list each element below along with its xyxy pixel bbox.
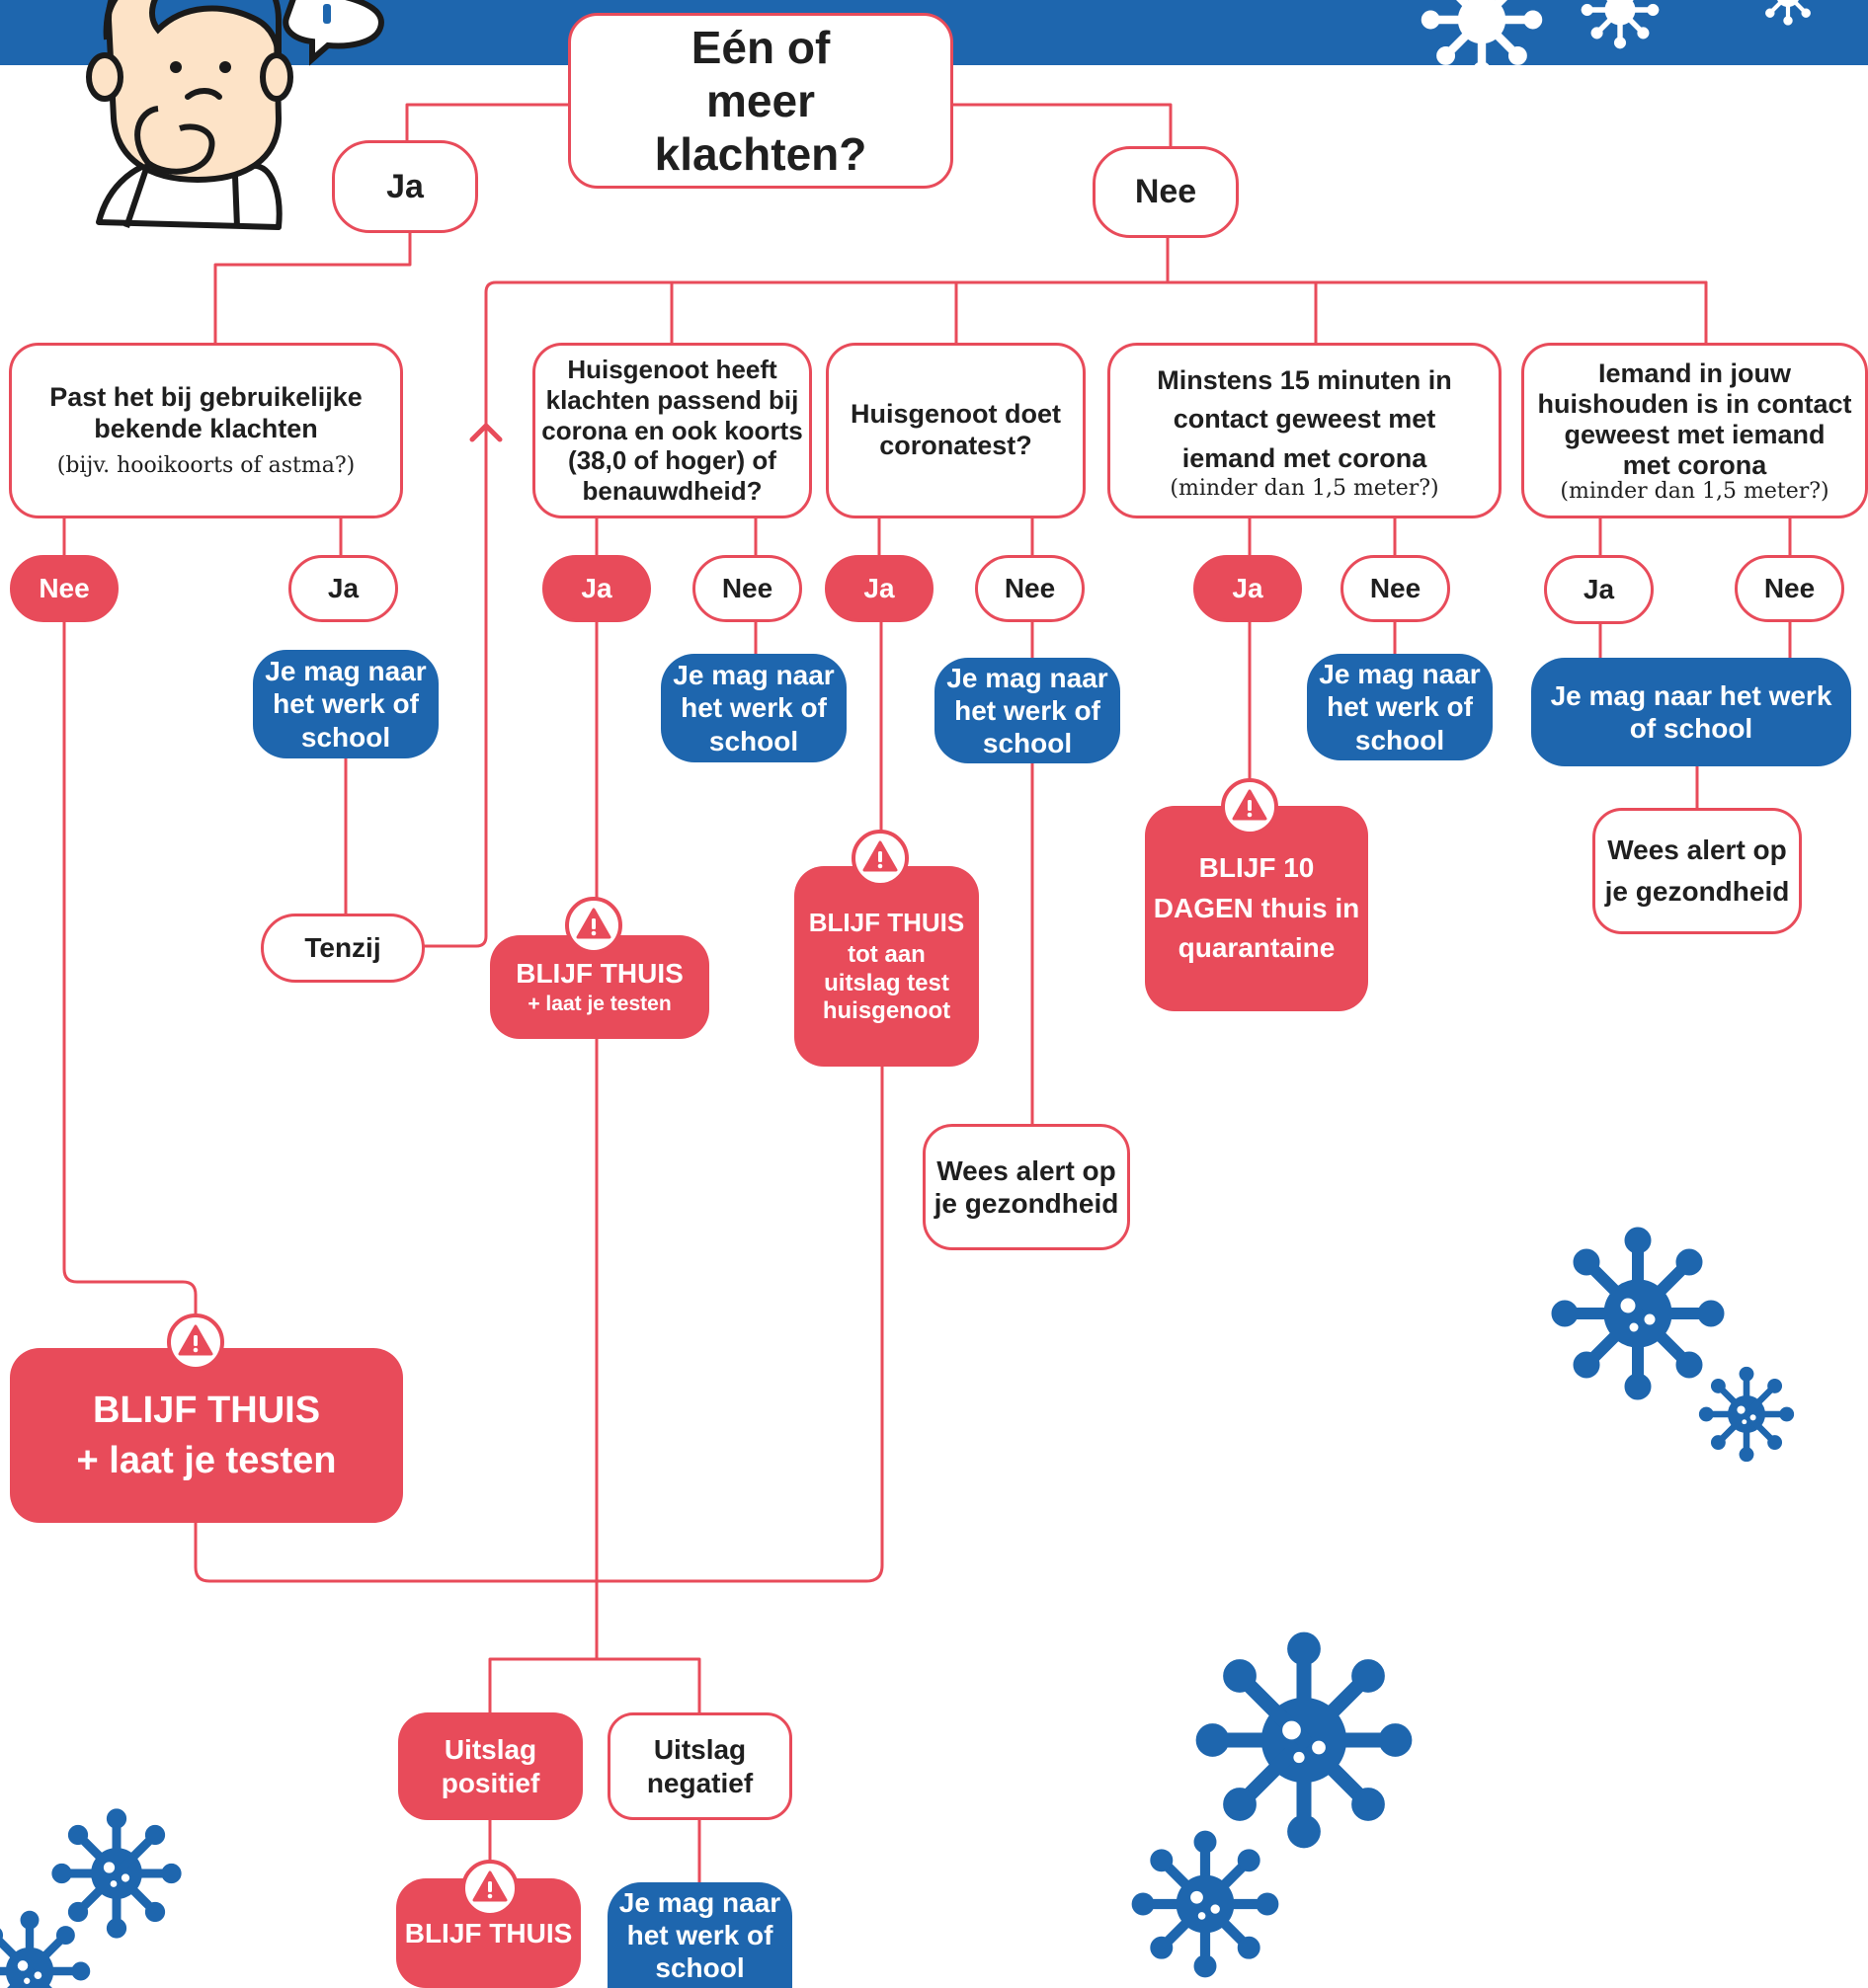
warning-icon [852, 830, 909, 887]
root-yes: Ja [332, 140, 478, 233]
col2-no-result-text: Je mag naar het werk of school [946, 662, 1108, 759]
virus-decoration [1421, 0, 1818, 80]
col4-no-label: Nee [1763, 573, 1816, 604]
housemate-test-text: Huisgenoot doet coronatest? [851, 399, 1061, 460]
col4-no: Nee [1735, 555, 1844, 622]
thinking-person-illustration [86, 0, 384, 230]
col1-alert-line1: BLIJF THUIS [516, 958, 684, 990]
col1-yes-label: Ja [581, 573, 612, 604]
warning-icon [1221, 778, 1278, 835]
col2-be-alert-text: Wees alert op je gezondheid [934, 1154, 1119, 1219]
stay-home-alert-line1: BLIJF THUIS [92, 1389, 321, 1431]
col3-no-result-text: Je mag naar het werk of school [1319, 659, 1481, 755]
col2-yes-label: Ja [863, 573, 895, 604]
household-contact-note: (minder dan 1,5 meter?) [1560, 479, 1829, 505]
unless-box: Tenzij [261, 914, 425, 983]
contact-15-min-question: Minstens 15 minuten in contact geweest m… [1107, 343, 1502, 518]
result-negative-text: Uitslag negatief [646, 1734, 754, 1798]
col1-alert-line2: + laat je testen [528, 993, 672, 1016]
result-positive: Uitslag positief [398, 1712, 583, 1820]
col2-be-alert: Wees alert op je gezondheid [923, 1124, 1130, 1250]
col2-no: Nee [975, 555, 1085, 622]
col3-quarantine-alert: BLIJF 10 DAGEN thuis in quarantaine [1145, 806, 1368, 1011]
result-negative: Uitslag negatief [608, 1712, 792, 1820]
warning-icon [167, 1313, 224, 1371]
result-positive-text: Uitslag positief [441, 1734, 540, 1798]
col1-no-result: Je mag naar het werk of school [661, 654, 847, 762]
housemate-symptoms-text: Huisgenoot heeft klachten passend bij co… [541, 355, 803, 506]
virus-decoration [0, 1228, 1794, 1988]
col3-no-result: Je mag naar het werk of school [1307, 654, 1493, 760]
root-no-label: Nee [1134, 173, 1197, 211]
usual-complaints-question: Past het bij gebruikelijke bekende klach… [9, 343, 403, 518]
col4-yes-label: Ja [1583, 574, 1615, 605]
col2-no-label: Nee [1004, 573, 1056, 604]
col2-stay-home-alert: BLIJF THUIS tot aan uitslag test huisgen… [794, 866, 979, 1067]
negative-result-go: Je mag naar het werk of school [608, 1882, 792, 1988]
col1-yes: Ja [542, 555, 651, 622]
usual-complaints-note: (bijv. hooikoorts of astma?) [56, 452, 356, 478]
usual-complaints-text: Past het bij gebruikelijke bekende klach… [49, 382, 363, 444]
col2-alert-line2: tot aan uitslag test huisgenoot [822, 941, 951, 1024]
col4-result: Je mag naar het werk of school [1531, 658, 1851, 766]
col1-no: Nee [692, 555, 802, 622]
col4-yes: Ja [1544, 555, 1654, 624]
root-yes-label: Ja [386, 167, 424, 205]
col3-quarantine-text: BLIJF 10 DAGEN thuis in quarantaine [1153, 852, 1360, 964]
col4-be-alert-text: Wees alert op je gezondheid [1604, 835, 1790, 907]
col3-yes-label: Ja [1232, 573, 1263, 604]
col4-result-text: Je mag naar het werk of school [1550, 679, 1832, 744]
start-question: Eén of meer klachten? [568, 13, 953, 189]
contact-15-min-note: (minder dan 1,5 meter?) [1170, 475, 1439, 501]
left-no-label: Nee [39, 573, 90, 604]
stay-home-alert-line2: + laat je testen [76, 1439, 337, 1481]
col3-yes: Ja [1193, 555, 1302, 622]
start-question-text: Eén of meer klachten? [654, 21, 867, 181]
left-yes-label: Ja [327, 573, 360, 604]
stay-home-test-alert: BLIJF THUIS + laat je testen [10, 1348, 403, 1523]
col4-be-alert: Wees alert op je gezondheid [1592, 808, 1802, 934]
col3-no-label: Nee [1369, 573, 1421, 604]
housemate-symptoms-question: Huisgenoot heeft klachten passend bij co… [532, 343, 812, 518]
col3-no: Nee [1340, 555, 1450, 622]
col2-yes: Ja [825, 555, 934, 622]
left-yes: Ja [288, 555, 398, 622]
warning-icon [461, 1860, 519, 1917]
left-yes-result: Je mag naar het werk of school [253, 650, 439, 758]
col2-no-result: Je mag naar het werk of school [934, 658, 1120, 763]
negative-result-go-text: Je mag naar het werk of school [618, 1886, 781, 1984]
warning-icon [565, 897, 622, 954]
left-no: Nee [10, 555, 119, 622]
col1-no-result-text: Je mag naar het werk of school [673, 660, 835, 756]
col1-no-label: Nee [721, 573, 773, 604]
household-contact-question: Iemand in jouw huishouden is in contact … [1521, 343, 1868, 518]
positive-stay-home-text: BLIJF THUIS [404, 1917, 573, 1948]
up-arrow-icon [469, 423, 503, 442]
col2-alert-line1: BLIJF THUIS [808, 907, 965, 937]
contact-15-min-text: Minstens 15 minuten in contact geweest m… [1157, 365, 1452, 473]
housemate-test-question: Huisgenoot doet coronatest? [826, 343, 1086, 518]
household-contact-text: Iemand in jouw huishouden is in contact … [1537, 358, 1852, 481]
left-yes-result-text: Je mag naar het werk of school [265, 656, 427, 753]
root-no: Nee [1093, 146, 1239, 238]
unless-label: Tenzij [304, 932, 381, 964]
